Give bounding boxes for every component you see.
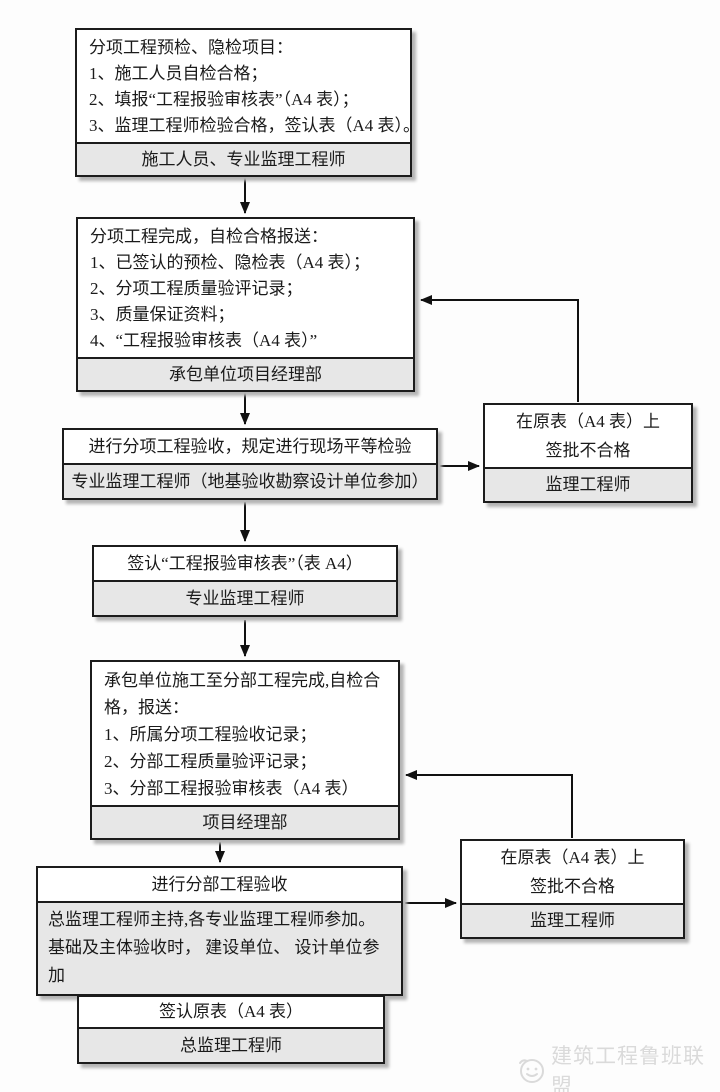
responsible-party-label: 项目经理部: [92, 805, 398, 838]
step-text-line: 3、监理工程师检验合格，签认表（A4 表）。: [89, 116, 421, 135]
step-text-line: 进行分项工程验收，规定进行现场平等检验: [88, 436, 412, 456]
step-body: 分项工程预检、隐检项目： 1、施工人员自检合格； 2、填报“工程报验审核表”（A…: [77, 30, 421, 142]
wechat-smiley-icon: [516, 1055, 546, 1085]
step-body: 进行分项工程验收，规定进行现场平等检验: [64, 430, 436, 463]
step-text-line: 2、分部工程质量验评记录；: [104, 752, 317, 771]
step-text-line: 承包单位施工至分部工程完成,自检合格，报送：: [104, 671, 381, 717]
step-completion-report-box: 分项工程完成，自检合格报送： 1、已签认的预检、隐检表（A4 表）； 2、分项工…: [76, 217, 415, 392]
watermark-text: 建筑工程鲁班联盟: [551, 1044, 705, 1092]
responsible-party-label: 专业监理工程师: [94, 580, 396, 615]
step-body: 进行分部工程验收: [38, 868, 401, 901]
responsible-party-label: 专业监理工程师（地基验收勘察设计单位参加）: [64, 463, 436, 498]
step-text-line: 签批不合格: [545, 441, 631, 460]
step-subdivision-acceptance-box: 进行分部工程验收 总监理工程师主持,各专业监理工程师参加。基础及主体验收时， 建…: [36, 866, 403, 996]
step-sign-review-form-box: 签认“工程报验审核表”（表 A4） 专业监理工程师: [92, 545, 398, 617]
step-text-line: 分项工程完成，自检合格报送：: [90, 227, 328, 246]
arrow-reject-itemized-back-to-completion: [420, 295, 579, 402]
watermark: 建筑工程鲁班联盟: [516, 1040, 720, 1092]
step-reject-itemized-box: 在原表（A4 表）上 签批不合格 监理工程师: [483, 403, 693, 503]
step-body: 承包单位施工至分部工程完成,自检合格，报送： 1、所属分项工程验收记录； 2、分…: [92, 662, 398, 805]
step-text-line: 分项工程预检、隐检项目：: [89, 38, 293, 57]
step-text-line: 进行分部工程验收: [151, 874, 288, 894]
step-text-line: 4、“工程报验审核表（A4 表）”: [90, 331, 318, 350]
responsible-party-label: 施工人员、专业监理工程师: [77, 142, 410, 175]
step-subdivision-report-box: 承包单位施工至分部工程完成,自检合格，报送： 1、所属分项工程验收记录； 2、分…: [90, 660, 400, 840]
step-text-line: 3、质量保证资料；: [90, 305, 235, 324]
step-itemized-acceptance-box: 进行分项工程验收，规定进行现场平等检验 专业监理工程师（地基验收勘察设计单位参加…: [62, 428, 438, 500]
step-text-line: 签批不合格: [530, 877, 615, 896]
step-body: 签认原表（A4 表）: [79, 997, 383, 1027]
responsible-party-label: 承包单位项目经理部: [78, 357, 413, 390]
step-text-line: 1、施工人员自检合格；: [89, 64, 268, 83]
step-text-line: 签认原表（A4 表）: [158, 1002, 304, 1021]
step-text-line: 2、填报“工程报验审核表”（A4 表）；: [89, 90, 359, 109]
responsible-party-label: 总监理工程师主持,各专业监理工程师参加。基础及主体验收时， 建设单位、 设计单位…: [38, 901, 401, 994]
step-body: 在原表（A4 表）上 签批不合格: [485, 405, 691, 467]
step-reject-subdivision-box: 在原表（A4 表）上 签批不合格 监理工程师: [460, 839, 685, 939]
step-text-line: 1、已签认的预检、隐检表（A4 表）；: [90, 253, 371, 272]
step-body: 在原表（A4 表）上 签批不合格: [462, 841, 683, 903]
responsible-party-label: 监理工程师: [462, 903, 683, 937]
step-sign-original-box: 签认原表（A4 表） 总监理工程师: [77, 995, 385, 1064]
arrow-reject-subdivision-back-to-report: [405, 770, 573, 838]
step-pre-check-box: 分项工程预检、隐检项目： 1、施工人员自检合格； 2、填报“工程报验审核表”（A…: [75, 28, 421, 177]
step-text-line: 在原表（A4 表）上: [500, 848, 645, 867]
step-text-line: 签认“工程报验审核表”（表 A4）: [127, 553, 363, 573]
step-text-line: 在原表（A4 表）上: [515, 412, 661, 431]
step-text-line: 1、所属分项工程验收记录；: [104, 725, 317, 744]
responsible-party-label: 总监理工程师: [79, 1027, 383, 1062]
responsible-party-label: 监理工程师: [485, 467, 691, 501]
step-body: 分项工程完成，自检合格报送： 1、已签认的预检、隐检表（A4 表）； 2、分项工…: [78, 219, 413, 357]
step-text-line: 3、分部工程报验审核表（A4 表）: [104, 779, 359, 798]
step-body: 签认“工程报验审核表”（表 A4）: [94, 547, 396, 580]
step-text-line: 2、分项工程质量验评记录；: [90, 279, 303, 298]
